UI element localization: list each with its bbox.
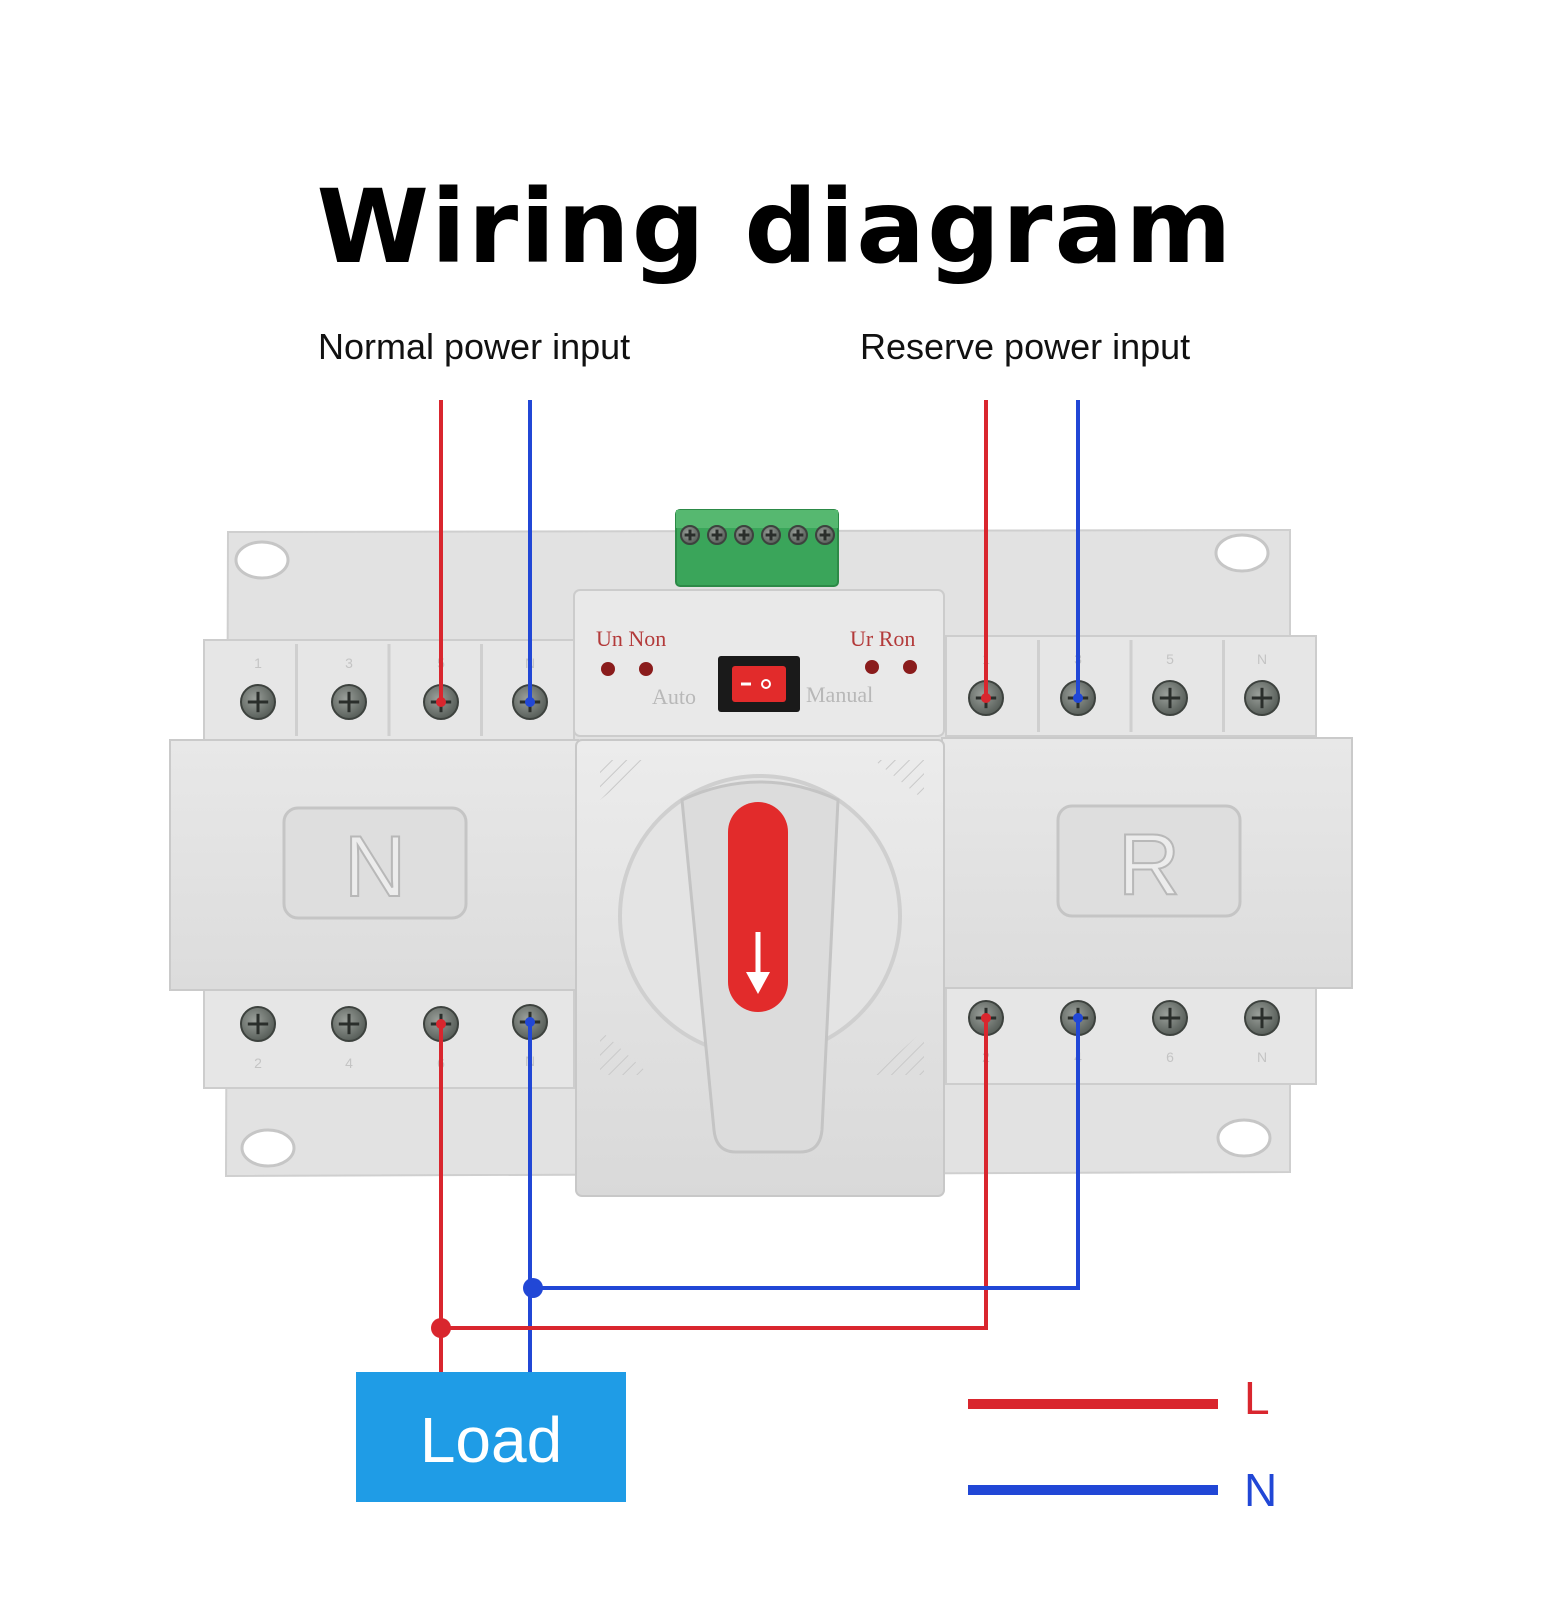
legend: L N xyxy=(968,1372,1277,1516)
load-box: Load xyxy=(356,1372,626,1502)
mount-hole xyxy=(240,1128,296,1168)
terminal-mark: 2 xyxy=(254,1055,262,1071)
rotary-handle[interactable] xyxy=(680,780,840,1154)
mount-hole xyxy=(1214,533,1270,573)
mode-auto-label: Auto xyxy=(652,684,696,709)
live-junction-dot xyxy=(431,1318,451,1338)
control-terminal-block xyxy=(675,509,839,587)
left-module-letter: N xyxy=(344,819,406,915)
terminal-mark: 3 xyxy=(345,655,353,671)
wire-terminal-dot xyxy=(436,697,446,707)
mount-hole xyxy=(234,540,290,580)
legend-neutral-label: N xyxy=(1244,1464,1277,1516)
wire-terminal-dot xyxy=(525,1017,535,1027)
terminal-mark: 4 xyxy=(345,1055,353,1071)
wiring xyxy=(439,400,1080,1372)
right-module-letter: R xyxy=(1118,817,1180,913)
terminal-mark: 5 xyxy=(1166,651,1174,667)
reserve-output-live-wire xyxy=(441,1018,988,1330)
terminal-mark: 1 xyxy=(254,655,262,671)
terminal-mark: N xyxy=(1257,651,1267,667)
indicator-led xyxy=(865,660,879,674)
right-breaker-module: R xyxy=(941,737,1353,989)
load-label: Load xyxy=(420,1404,562,1476)
reserve-power-input-label: Reserve power input xyxy=(860,326,1191,367)
terminal-mark: 6 xyxy=(1166,1049,1174,1065)
wire-terminal-dot xyxy=(981,693,991,703)
auto-manual-rocker-switch[interactable] xyxy=(718,656,800,712)
neutral-junction-dot xyxy=(523,1278,543,1298)
wire-terminal-dot xyxy=(525,697,535,707)
controller-unit: Un Non Ur Ron Auto Manual xyxy=(573,589,945,1197)
wire-terminal-dot xyxy=(436,1019,446,1029)
terminal-mark: N xyxy=(1257,1049,1267,1065)
indicator-led xyxy=(601,662,615,676)
diagram-title: Wiring diagram xyxy=(316,168,1234,287)
wire-terminal-dot xyxy=(1073,693,1083,703)
left-breaker-module: N xyxy=(169,739,579,991)
arrow-down-icon xyxy=(746,972,770,994)
indicator-label-reserve: Ur Ron xyxy=(850,626,915,651)
wire-terminal-dot xyxy=(1073,1013,1083,1023)
indicator-led xyxy=(639,662,653,676)
mount-hole xyxy=(1216,1118,1272,1158)
normal-power-input-label: Normal power input xyxy=(318,326,631,367)
mode-manual-label: Manual xyxy=(806,682,873,707)
legend-live-label: L xyxy=(1244,1372,1270,1424)
indicator-led xyxy=(903,660,917,674)
reserve-output-neutral-wire xyxy=(530,1018,1080,1290)
indicator-label-normal: Un Non xyxy=(596,626,666,651)
wire-terminal-dot xyxy=(981,1013,991,1023)
